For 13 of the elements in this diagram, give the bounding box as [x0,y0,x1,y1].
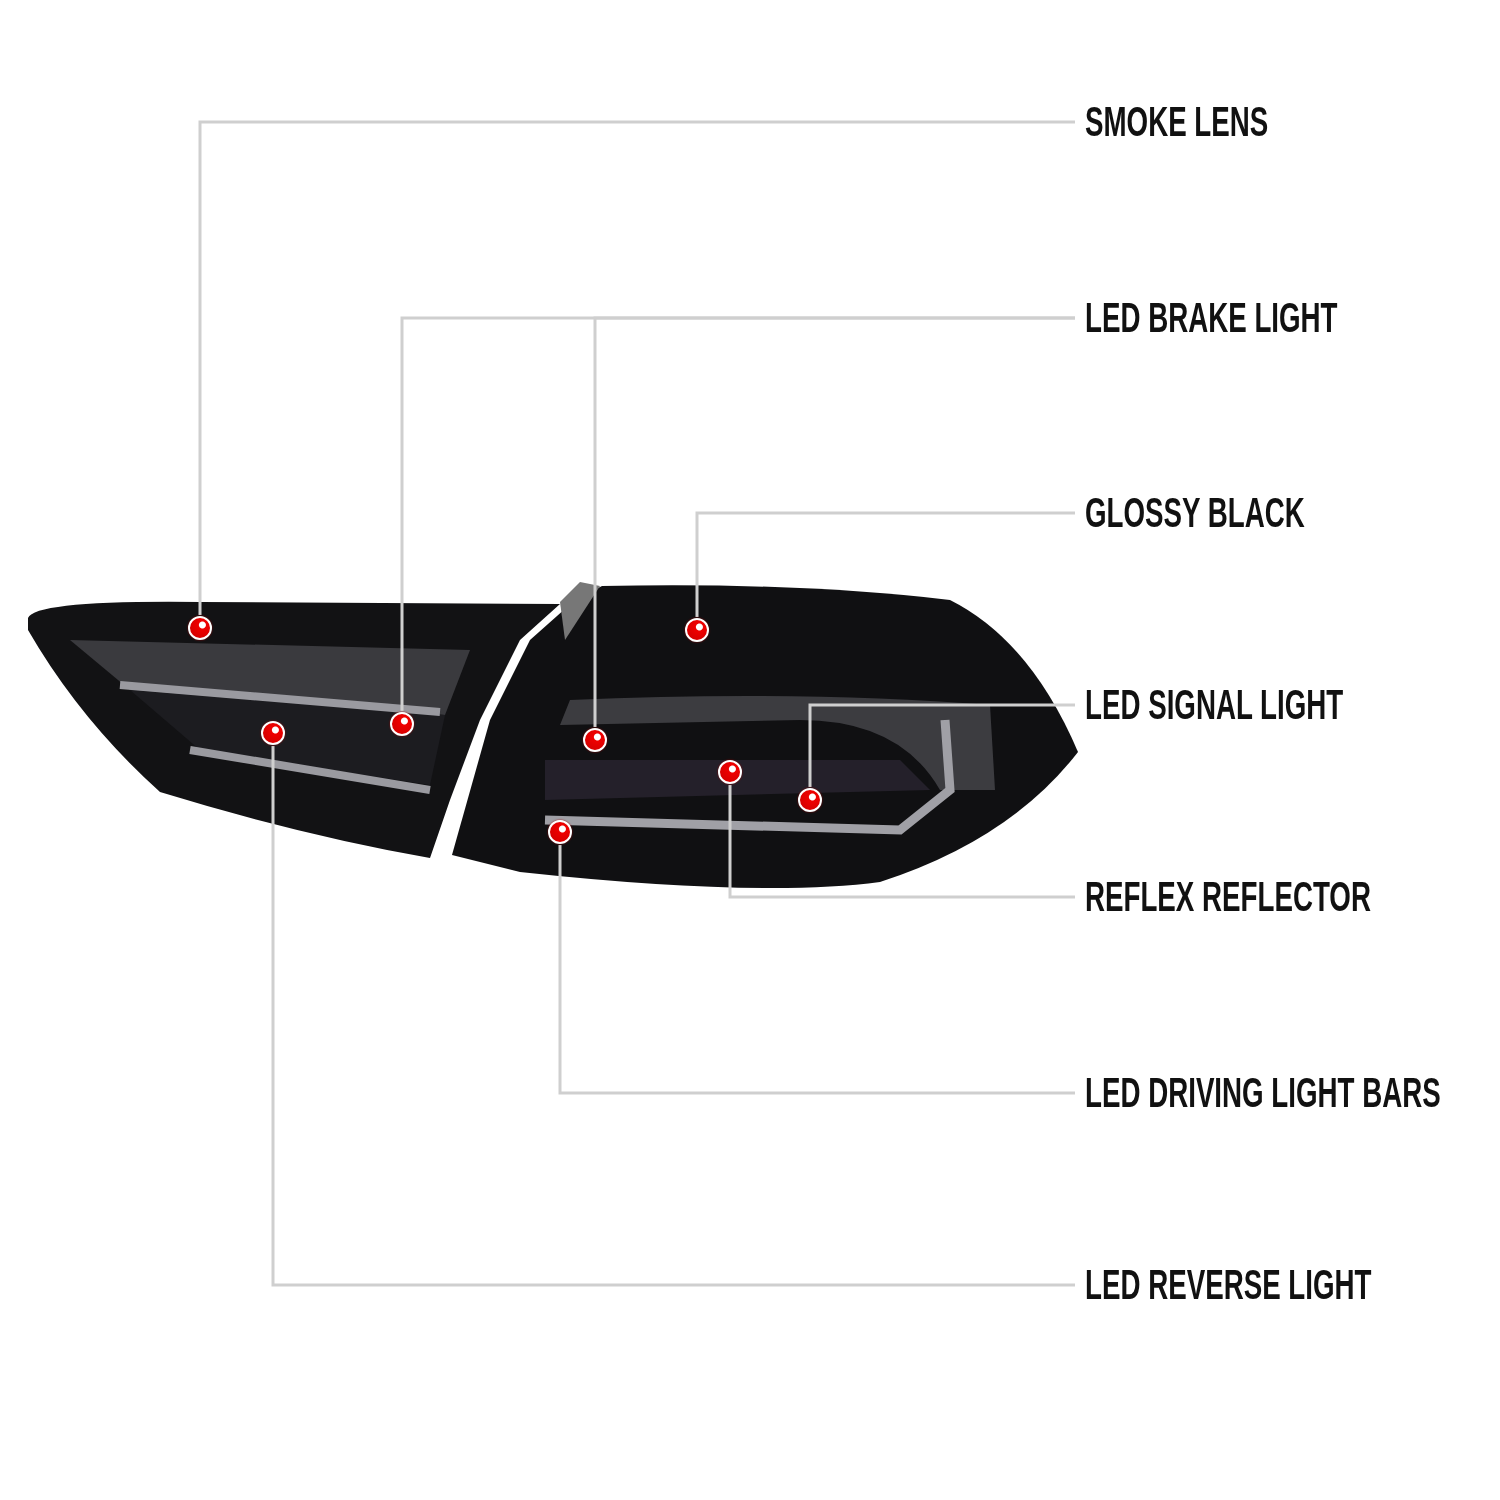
part-label: LED BRAKE LIGHT [1085,293,1338,343]
part-label: REFLEX REFLECTOR [1085,872,1371,922]
leader-line [695,511,1075,617]
part-label: GLOSSY BLACK [1085,488,1305,538]
leader-line [271,746,1075,1287]
leader-line [593,316,1075,727]
part-label: LED REVERSE LIGHT [1085,1260,1372,1310]
leader-line [558,845,1075,1095]
part-label: LED DRIVING LIGHT BARS [1085,1068,1441,1118]
leader-line [728,785,1075,899]
part-label: LED SIGNAL LIGHT [1085,680,1344,730]
part-label: SMOKE LENS [1085,97,1269,147]
leader-line [198,120,1075,615]
